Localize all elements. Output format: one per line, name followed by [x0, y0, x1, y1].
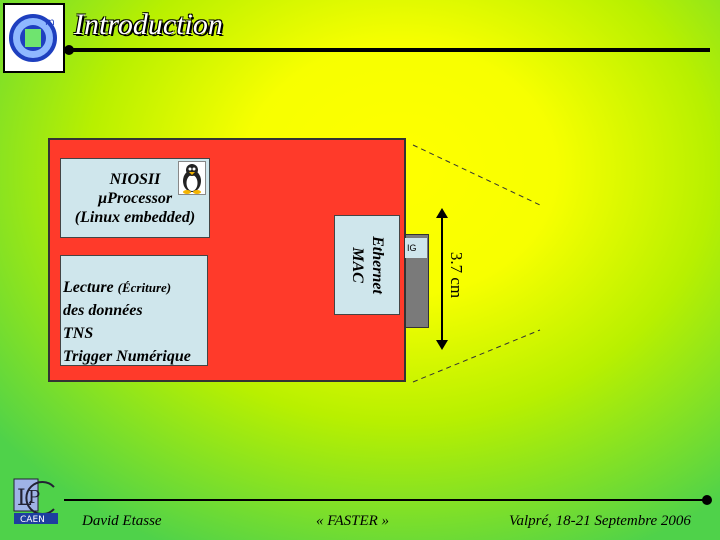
svg-text:m: m — [45, 17, 55, 28]
tux-icon — [178, 161, 206, 195]
lecture-line-4: Trigger Numérique — [63, 348, 191, 365]
lecture-line-1-small: (Écriture) — [117, 280, 172, 295]
footer-line — [64, 499, 708, 501]
lpc-logo-caption: CAEN — [20, 515, 45, 525]
size-measure-line — [441, 212, 443, 344]
footer-line-dot — [702, 495, 712, 505]
lecture-line-3: TNS — [63, 325, 94, 342]
arrow-down-icon — [436, 340, 448, 350]
lecture-line-1-main: Lecture — [63, 279, 118, 296]
lecture-line-1: Lecture (Écriture) — [63, 276, 191, 299]
lecture-block — [60, 255, 208, 366]
ethernet-block — [334, 215, 400, 315]
connector-label-area — [405, 238, 427, 258]
nios-line-3: (Linux embedded) — [74, 209, 196, 226]
footer-project: « FASTER » — [316, 513, 390, 529]
lpc-logo-icon: L P CAEN — [10, 477, 60, 525]
lecture-label: Lecture (Écriture) des données TNS Trigg… — [63, 276, 191, 368]
nios-line-2: µProcessor — [97, 190, 173, 207]
size-label: 3.7 cm — [447, 251, 466, 299]
page-title: Introduction — [74, 8, 223, 41]
lecture-line-2: des données — [63, 302, 143, 319]
ethernet-label: Ethernet MAC — [347, 236, 387, 294]
nios-line-1: NIOSII — [109, 171, 161, 188]
ethernet-line-1: Ethernet — [369, 236, 386, 294]
title-underline — [68, 48, 710, 52]
connector-label: IG — [407, 243, 417, 253]
footer-author: David Etasse — [82, 513, 162, 529]
nios-label: NIOSII µProcessor (Linux embedded) — [60, 170, 210, 227]
lab-logo-icon: m — [3, 3, 65, 73]
svg-text:P: P — [28, 487, 40, 508]
footer-event: Valpré, 18-21 Septembre 2006 — [509, 513, 691, 529]
ethernet-line-2: MAC — [349, 247, 366, 283]
